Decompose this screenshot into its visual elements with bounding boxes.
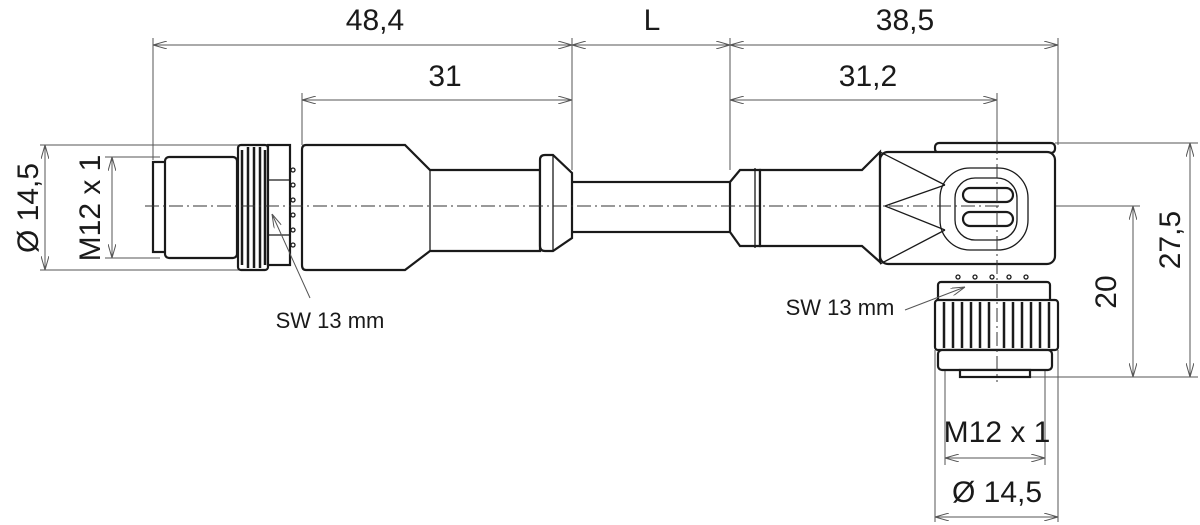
extension-lines [40, 38, 1198, 522]
right-wrench-size-label: SW 13 mm [786, 295, 895, 320]
left-wrench-size-label: SW 13 mm [276, 308, 385, 333]
cable [568, 180, 734, 234]
dim-left-body: 31 [428, 60, 461, 93]
dim-right-diameter: Ø 14,5 [952, 476, 1042, 509]
leader-lines [272, 214, 965, 311]
left-straight-connector [151, 143, 574, 272]
dim-right-body: 31,2 [839, 60, 897, 93]
dim-right-thread: M12 x 1 [944, 416, 1051, 449]
dim-cable-length: L [644, 4, 661, 37]
center-lines [145, 140, 1000, 382]
dim-right-height: 27,5 [1154, 211, 1187, 269]
dim-right-offset: 20 [1090, 275, 1123, 308]
dim-left-diameter: Ø 14,5 [12, 163, 45, 253]
dim-left-thread: M12 x 1 [74, 155, 107, 262]
dimension-lines [45, 45, 1190, 517]
right-angled-connector [728, 141, 1060, 379]
dim-left-overall: 48,4 [346, 4, 404, 37]
dim-right-overall: 38,5 [876, 4, 934, 37]
